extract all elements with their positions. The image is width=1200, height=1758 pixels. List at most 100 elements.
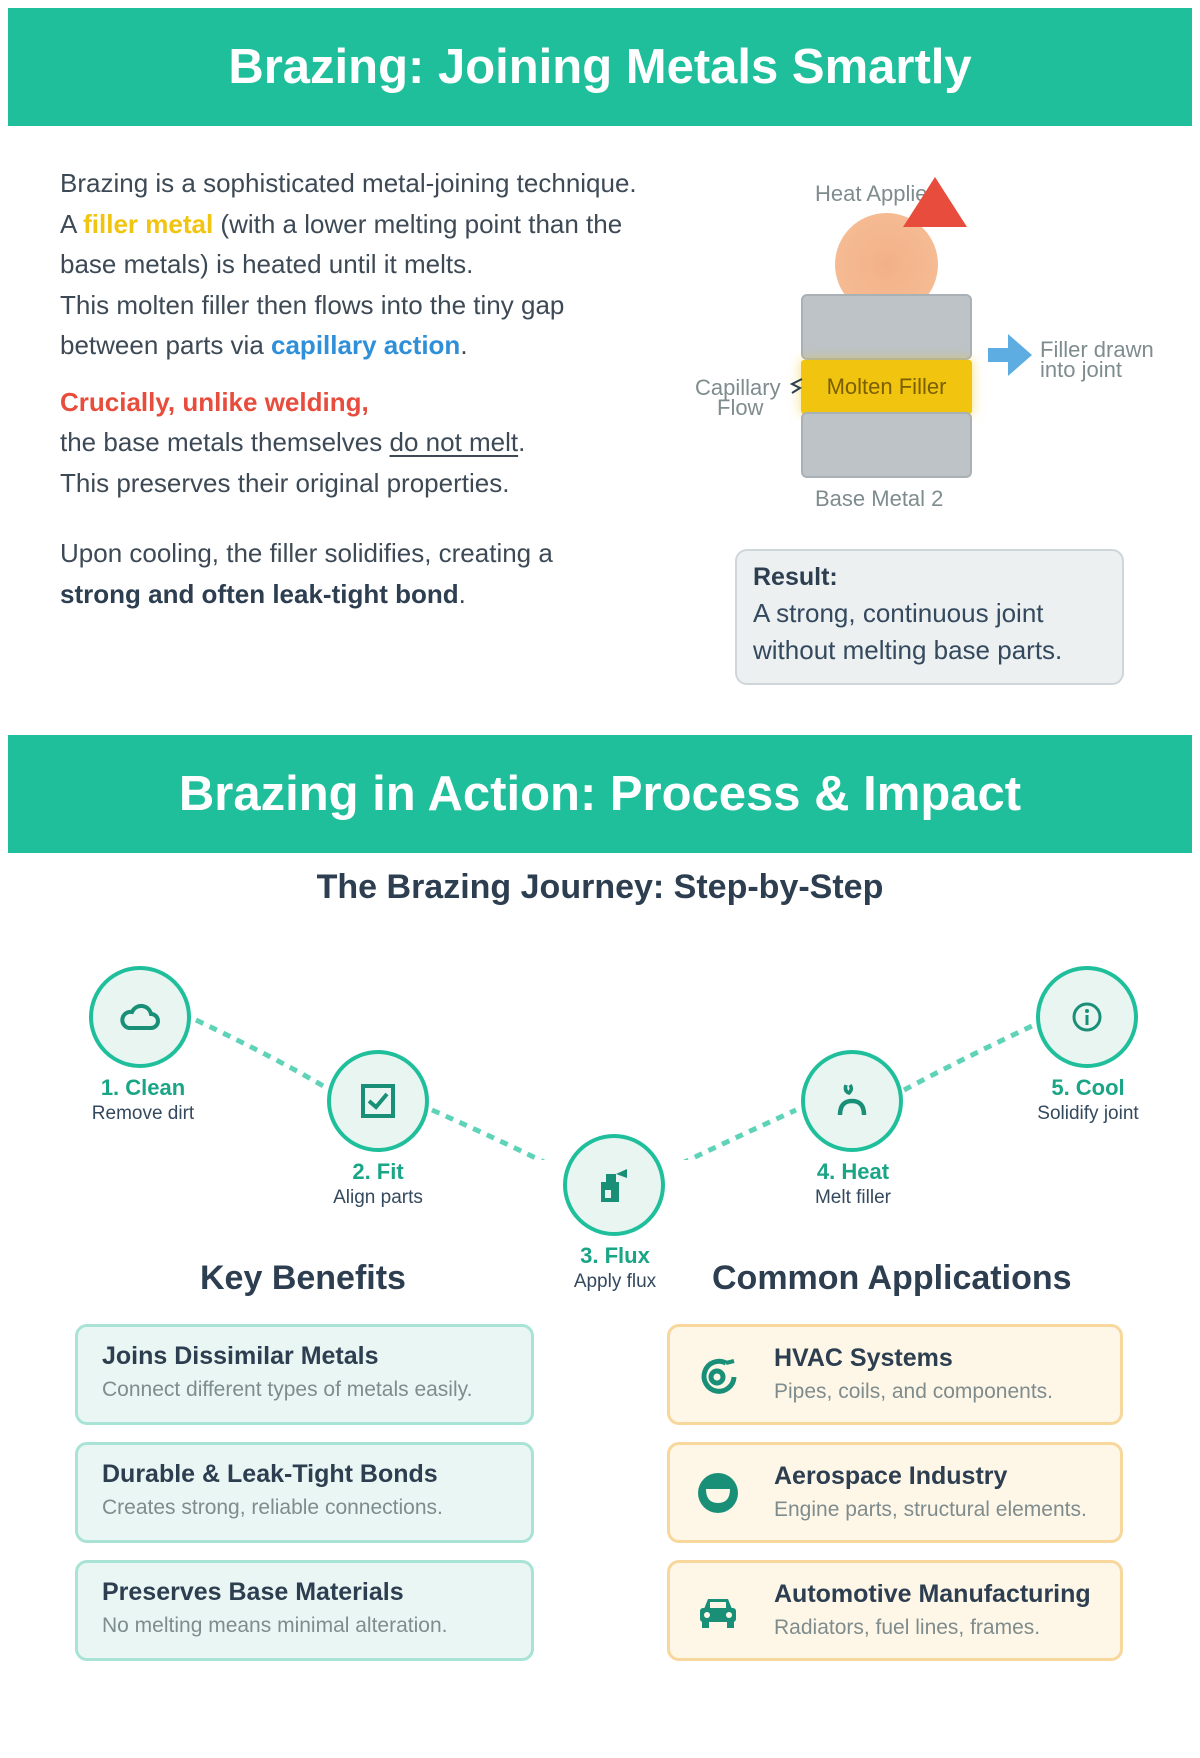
application-text: Aerospace Industry Engine parts, structu…	[774, 1461, 1087, 1525]
step-desc: Align parts	[333, 1187, 423, 1208]
application-desc: Pipes, coils, and components.	[774, 1379, 1053, 1403]
step-clean-circle	[89, 966, 191, 1068]
capillary-label-line: Flow	[717, 395, 764, 420]
process-title: Brazing in Action: Process & Impact	[178, 767, 1022, 821]
intro-text-span: A	[60, 208, 84, 239]
application-desc: Radiators, fuel lines, frames.	[774, 1615, 1041, 1639]
application-title: HVAC Systems	[774, 1343, 953, 1372]
intro-text-span: base metals) is heated until it melts.	[60, 249, 474, 279]
swirl-icon	[696, 1353, 740, 1397]
application-text: Automotive Manufacturing Radiators, fuel…	[774, 1579, 1091, 1643]
step-fit-circle	[327, 1050, 429, 1152]
capillary-label-line: Capillary	[695, 375, 781, 400]
car-icon	[696, 1589, 740, 1633]
strong-bond-text: strong and often leak-tight bond	[60, 578, 459, 609]
capillary-arrow-icon	[789, 378, 803, 394]
intro-line: base metals) is heated until it melts.	[60, 244, 720, 285]
intro-line: strong and often leak-tight bond.	[60, 574, 720, 615]
intro-text-span: .	[518, 427, 526, 457]
step-flux-label: 3. Flux Apply flux	[525, 1243, 705, 1295]
intro-text: Brazing is a sophisticated metal-joining…	[60, 163, 720, 614]
check-square-icon	[361, 1084, 395, 1118]
step-flux-circle	[563, 1134, 665, 1236]
benefit-desc: Connect different types of metals easily…	[102, 1378, 473, 1401]
filler-arrow-icon	[1008, 334, 1032, 376]
intro-text-span: This molten filler then flows into the t…	[60, 289, 565, 320]
step-fit-label: 2. Fit Align parts	[288, 1159, 468, 1211]
intro-line: Brazing is a sophisticated metal-joining…	[60, 163, 720, 204]
result-line: A strong, continuous joint	[753, 598, 1044, 628]
filler-metal-highlight: filler metal	[83, 208, 214, 239]
intro-text-span: This preserves their original properties…	[60, 467, 510, 498]
crucially-highlight: Crucially, unlike welding,	[60, 386, 369, 417]
capillary-flow-label: Capillary Flow	[695, 375, 781, 420]
intro-text-span: the base metals themselves	[60, 427, 390, 457]
process-title-banner: Brazing in Action: Process & Impact	[8, 735, 1192, 853]
step-heat-label: 4. Heat Melt filler	[763, 1159, 943, 1211]
application-title: Aerospace Industry	[774, 1461, 1008, 1490]
base-metal-2-block	[801, 412, 972, 478]
application-card: HVAC Systems Pipes, coils, and component…	[667, 1324, 1123, 1425]
intro-text-span: Upon cooling, the filler solidifies, cre…	[60, 538, 553, 568]
molten-filler-block: Molten Filler	[801, 360, 972, 414]
application-title: Automotive Manufacturing	[774, 1579, 1091, 1608]
intro-line: A filler metal (with a lower melting poi…	[60, 204, 720, 245]
molten-filler-label: Molten Filler	[826, 374, 947, 399]
step-title: 1. Clean	[100, 1075, 186, 1100]
intro-line: the base metals themselves do not melt.	[60, 422, 720, 463]
benefit-card: Durable & Leak-Tight Bonds Creates stron…	[75, 1442, 534, 1543]
step-title: 3. Flux	[580, 1243, 650, 1268]
benefit-desc: Creates strong, reliable connections.	[102, 1496, 443, 1519]
capillary-action-highlight: capillary action	[271, 330, 461, 360]
intro-text-span: Brazing is a sophisticated metal-joining…	[60, 168, 637, 198]
flame-icon	[903, 177, 967, 227]
benefit-title: Joins Dissimilar Metals	[102, 1342, 379, 1370]
step-desc: Solidify joint	[1037, 1103, 1139, 1124]
filler-drawn-label: Filler drawn into joint	[1040, 337, 1154, 382]
main-title: Brazing: Joining Metals Smartly	[228, 40, 972, 94]
benefit-title: Preserves Base Materials	[102, 1578, 404, 1606]
journey-title: The Brazing Journey: Step-by-Step	[316, 868, 884, 906]
spray-bottle-icon	[601, 1169, 627, 1202]
journey-connector-path	[194, 1017, 1036, 1160]
filler-drawn-line: Filler drawn	[1040, 337, 1154, 362]
base-metal-2-label: Base Metal 2	[815, 486, 944, 511]
common-applications-title: Common Applications	[712, 1259, 1072, 1297]
cloud-icon	[120, 1003, 160, 1030]
application-card: Aerospace Industry Engine parts, structu…	[667, 1442, 1123, 1543]
filler-arrow-shaft	[988, 348, 1010, 362]
step-heat-circle	[801, 1050, 903, 1152]
intro-line: This molten filler then flows into the t…	[60, 285, 720, 326]
base-metal-1-block	[801, 294, 972, 360]
step-desc: Remove dirt	[91, 1103, 195, 1124]
key-benefits-title: Key Benefits	[200, 1259, 406, 1297]
intro-text-span: between parts via	[60, 330, 272, 360]
result-box: Result: A strong, continuous joint witho…	[735, 549, 1124, 685]
step-desc: Melt filler	[814, 1187, 891, 1208]
step-cool-circle	[1036, 966, 1138, 1068]
benefit-card: Preserves Base Materials No melting mean…	[75, 1560, 534, 1661]
result-title: Result:	[753, 563, 838, 591]
filler-drawn-line: into joint	[1040, 357, 1122, 382]
intro-line: Crucially, unlike welding,	[60, 382, 720, 423]
application-text: HVAC Systems Pipes, coils, and component…	[774, 1343, 1053, 1407]
intro-text-span: .	[458, 578, 466, 609]
step-title: 2. Fit	[352, 1159, 404, 1184]
benefit-desc: No melting means minimal alteration.	[102, 1614, 448, 1637]
step-clean-label: 1. Clean Remove dirt	[53, 1075, 233, 1127]
intro-line: This preserves their original properties…	[60, 463, 720, 504]
result-line: without melting base parts.	[753, 635, 1063, 665]
do-not-melt-underline: do not melt	[389, 427, 519, 457]
step-title: 4. Heat	[816, 1159, 890, 1184]
main-title-banner: Brazing: Joining Metals Smartly	[8, 8, 1192, 126]
benefit-card: Joins Dissimilar Metals Connect differen…	[75, 1324, 534, 1425]
brazing-diagram: Heat Applied Molten Filler Base Metal 2 …	[690, 170, 1190, 520]
intro-line: Upon cooling, the filler solidifies, cre…	[60, 533, 720, 574]
application-desc: Engine parts, structural elements.	[774, 1497, 1087, 1521]
intro-line: between parts via capillary action.	[60, 325, 720, 366]
intro-text-span: (with a lower melting point than the	[213, 208, 623, 239]
step-cool-label: 5. Cool Solidify joint	[998, 1075, 1178, 1127]
benefit-title: Durable & Leak-Tight Bonds	[102, 1460, 438, 1488]
application-card: Automotive Manufacturing Radiators, fuel…	[667, 1560, 1123, 1661]
fire-icon	[837, 1083, 867, 1116]
